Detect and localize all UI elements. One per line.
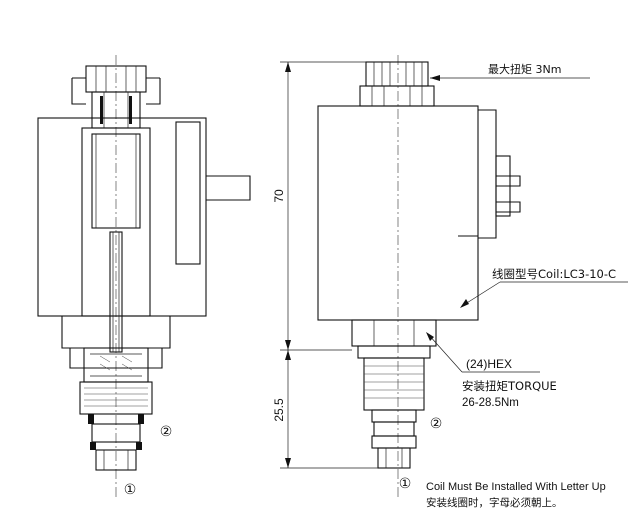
hex-nut	[351, 319, 437, 347]
max-torque-label: 最大扭矩 3Nm	[488, 62, 561, 76]
dimension-25-5-label: 25.5	[272, 398, 286, 422]
coil-connector	[478, 109, 497, 239]
dimension-70-label: 70	[272, 189, 286, 203]
dimension-25-5: 25.5	[272, 350, 378, 469]
coil-model-label: 线圈型号Coil:LC3-10-C	[492, 267, 616, 281]
hex-label: (24)HEX	[466, 357, 512, 371]
external-view: ① ② 70 25.5 最大扭矩 3Nm	[272, 55, 628, 509]
leader-max-torque: 最大扭矩 3Nm	[430, 62, 590, 81]
leader-coil-model: 线圈型号Coil:LC3-10-C	[460, 267, 628, 308]
install-torque-value: 26-28.5Nm	[462, 397, 519, 409]
right-port-1-label: ①	[399, 476, 412, 492]
section-view: ① ②	[37, 55, 251, 500]
left-port-2-label: ②	[160, 424, 173, 440]
left-port-1-label: ①	[124, 482, 137, 498]
coil-note-chinese: 安装线圈时，字母必须朝上。	[426, 496, 563, 509]
dimension-70: 70	[272, 61, 366, 351]
knurled-nut	[365, 61, 429, 87]
leader-hex: (24)HEX 安装扭矩TORQUE 26-28.5Nm	[426, 332, 557, 409]
right-port-2-label: ②	[430, 416, 443, 432]
connector-stub	[206, 175, 251, 201]
install-torque-label: 安装扭矩TORQUE	[462, 379, 557, 393]
coil-note-english: Coil Must Be Installed With Letter Up	[426, 481, 606, 493]
